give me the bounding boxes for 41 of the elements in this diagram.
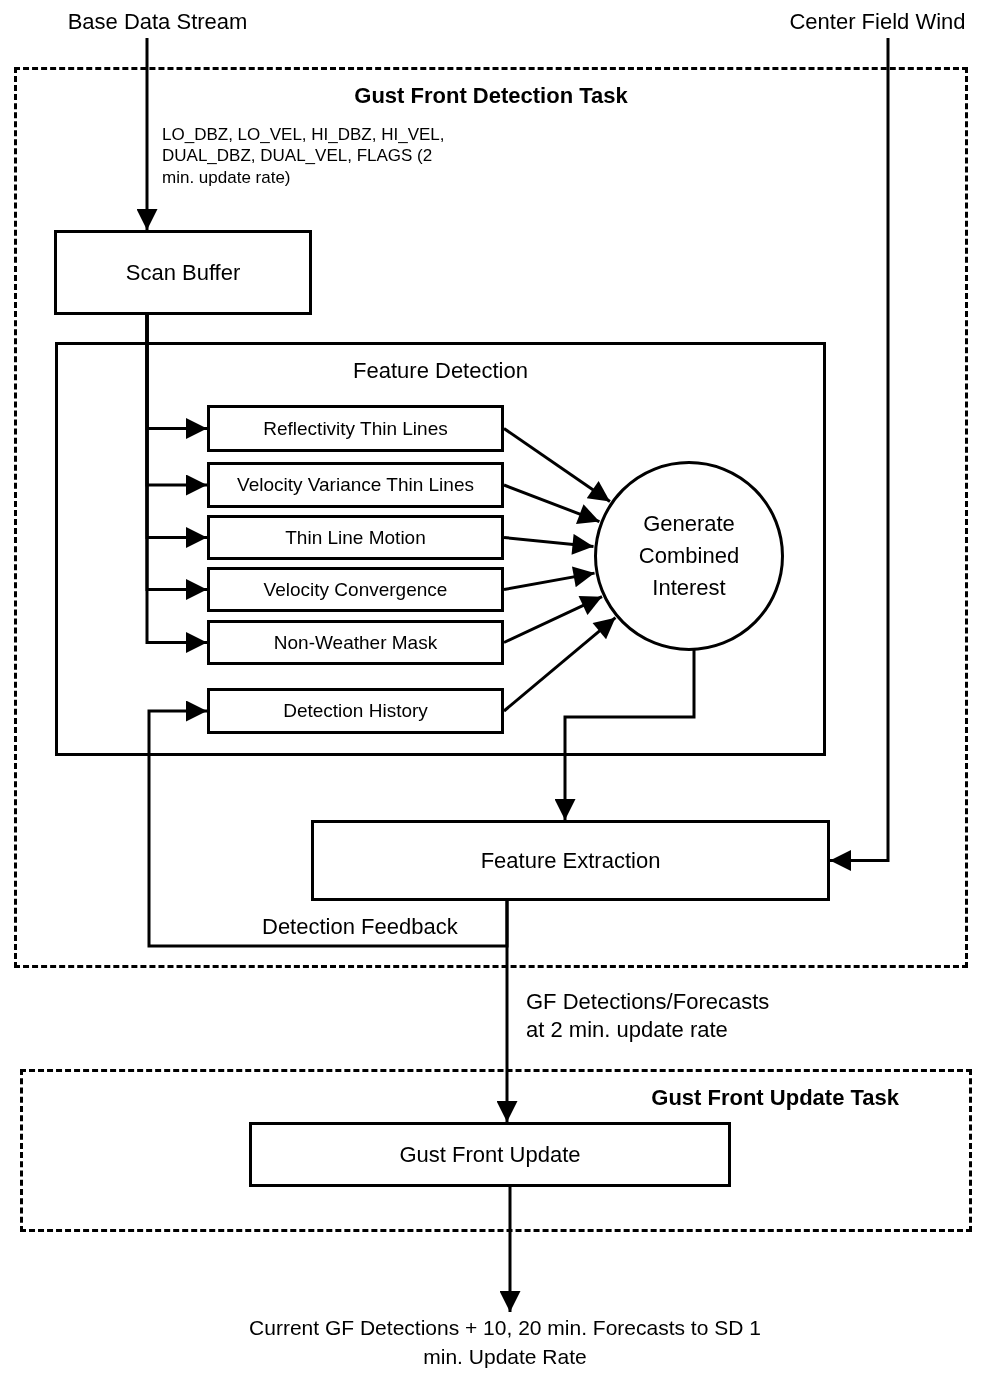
- process-box: [207, 515, 504, 560]
- arrow: [503, 427, 611, 503]
- arrow: [145, 315, 207, 653]
- process-box: [207, 620, 504, 665]
- process-box: [54, 230, 312, 315]
- arrow: [496, 901, 518, 1122]
- process-box: [207, 462, 504, 508]
- task-boundary: [20, 1069, 972, 1232]
- box-label: Velocity Convergence: [263, 577, 448, 602]
- group-box: [55, 342, 826, 756]
- box-label: Velocity Variance Thin Lines: [237, 473, 474, 498]
- arrow: [503, 483, 600, 524]
- box-label: Non-Weather Mask: [273, 630, 438, 655]
- group-title: Feature Detection: [352, 357, 529, 385]
- arrow: [503, 595, 603, 644]
- process-box: [207, 688, 504, 734]
- arrow: [503, 533, 594, 555]
- arrow: [503, 566, 595, 591]
- box-label: Reflectivity Thin Lines: [263, 416, 448, 441]
- task-boundary: [14, 67, 968, 968]
- group-title: Gust Front Update Task: [651, 1084, 899, 1112]
- process-box: [249, 1122, 731, 1187]
- box-label: Generate Combined Interest: [637, 510, 741, 602]
- process-box: [311, 820, 830, 901]
- process-box: [207, 567, 504, 612]
- arrow: [554, 650, 696, 820]
- process-box: [207, 405, 504, 452]
- arrow: [147, 700, 509, 948]
- group-title: Gust Front Detection Task: [353, 82, 629, 110]
- box-label: Detection History: [283, 699, 428, 724]
- box-label: Gust Front Update: [399, 1140, 581, 1169]
- input-label: Base Data Stream: [40, 6, 275, 38]
- box-label: Feature Extraction: [480, 846, 661, 875]
- box-label: Thin Line Motion: [285, 525, 426, 550]
- arrow: [830, 38, 890, 871]
- box-label: Scan Buffer: [125, 258, 241, 287]
- output-label: Current GF Detections + 10, 20 min. Forecasts to SD 1 min. Update Rate: [235, 1312, 775, 1372]
- input-label: Center Field Wind: [768, 6, 987, 38]
- arrow: [136, 38, 158, 230]
- arrow: [499, 1187, 521, 1312]
- arrow: [503, 616, 617, 713]
